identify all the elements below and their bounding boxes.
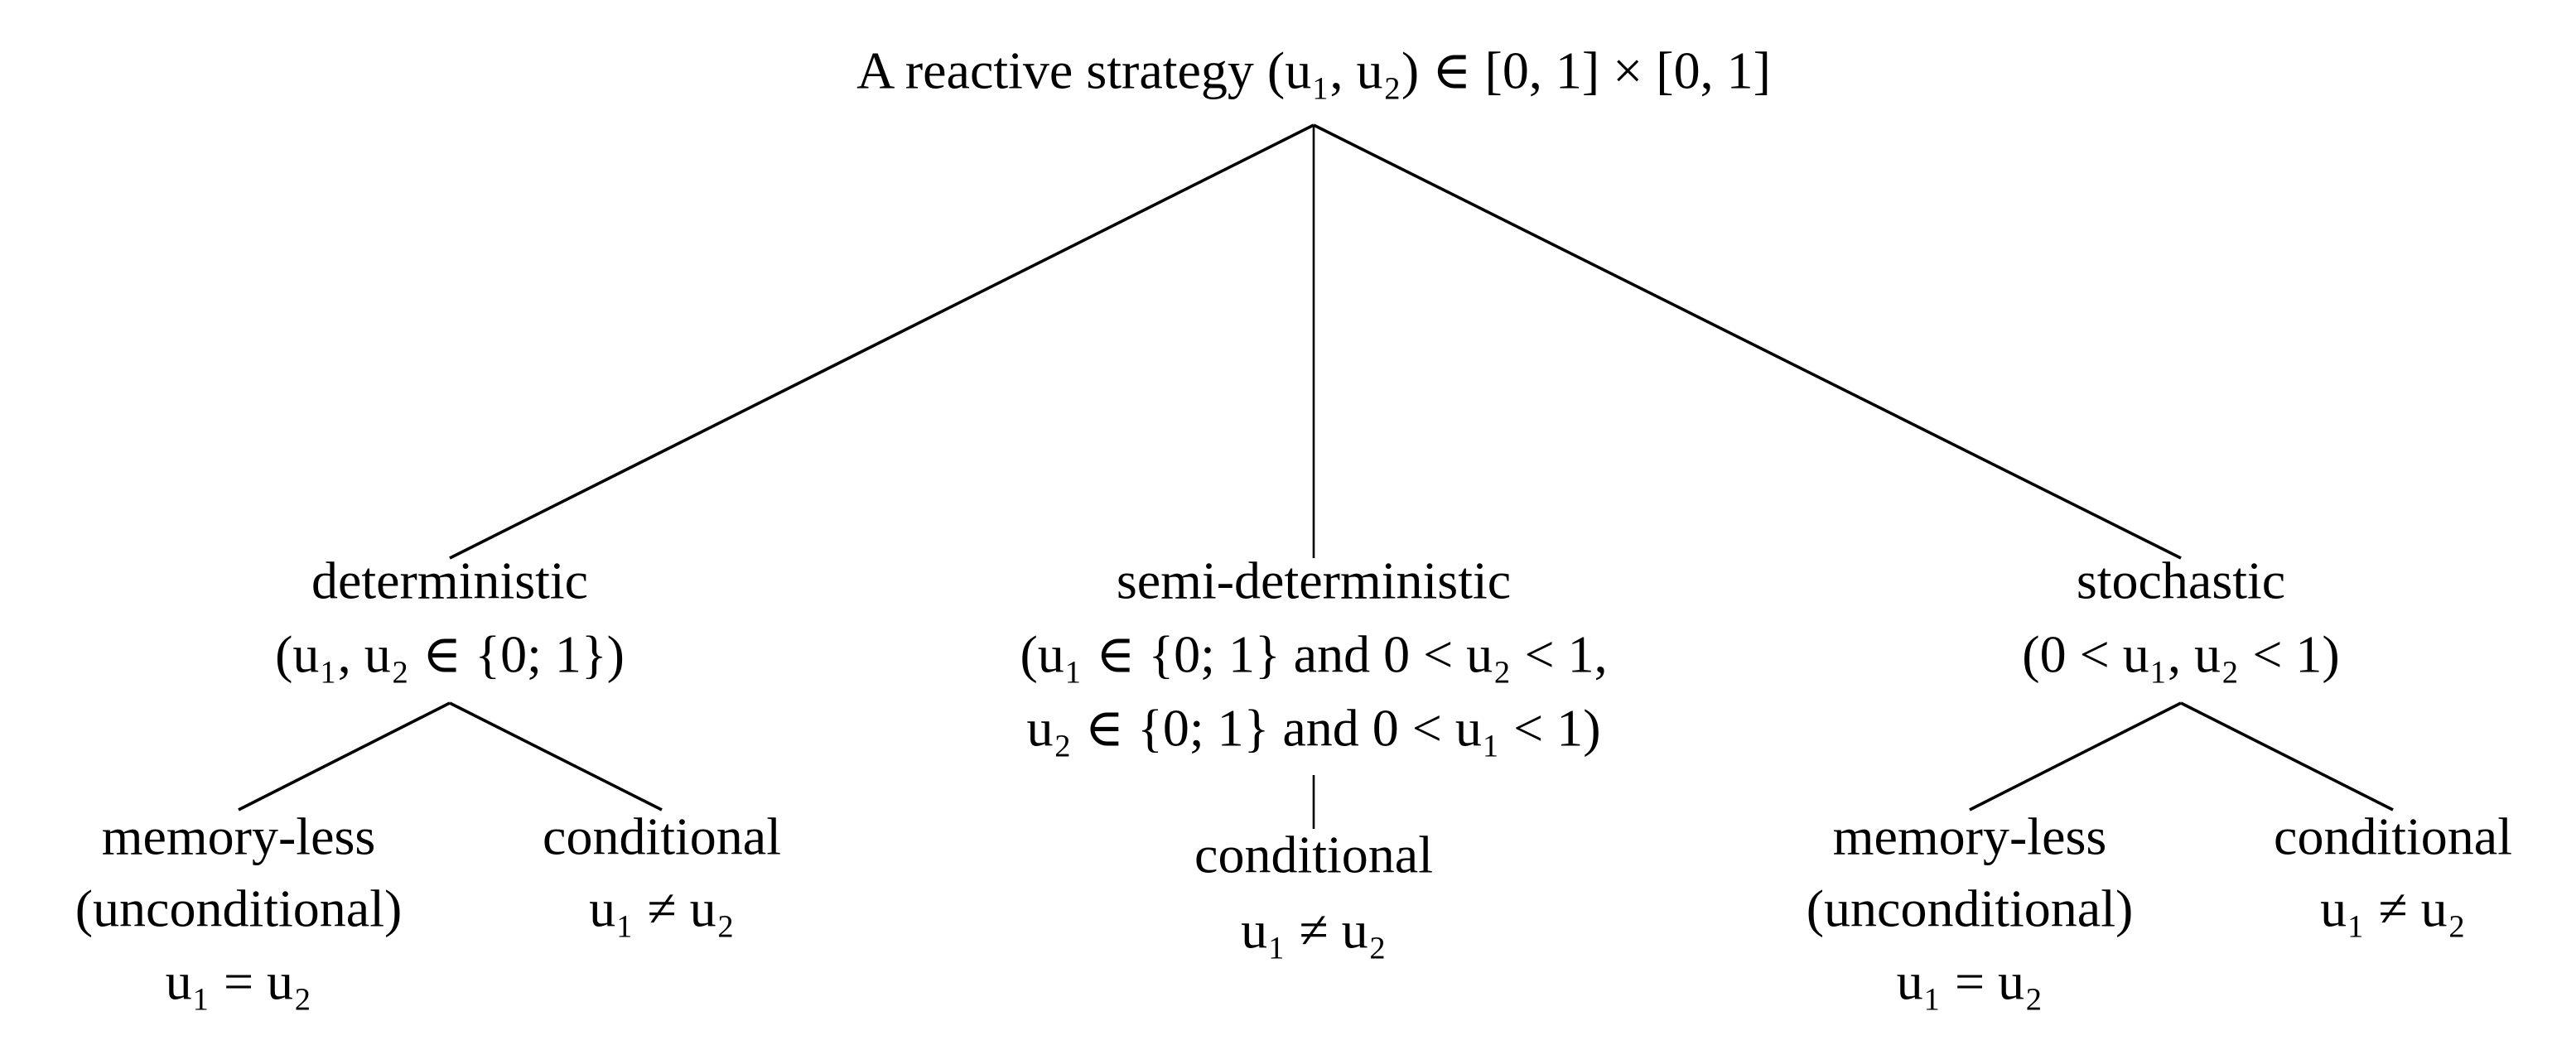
semi-deterministic-condition-2: u₂ ∈ {0; 1} and 0 < u₁ < 1) [1026, 699, 1600, 758]
edge-stochastic-conditional [2180, 701, 2394, 811]
edge-root-deterministic [449, 123, 1315, 560]
leaf-stochastic-conditional: conditional u₁ ≠ u₂ [2274, 807, 2512, 938]
leaf-subtitle: (unconditional) [75, 879, 403, 938]
leaf-subtitle: (unconditional) [1807, 879, 2134, 938]
semi-deterministic-condition-1: (u₁ ∈ {0; 1} and 0 < u₂ < 1, [1020, 625, 1607, 684]
edge-deterministic-memoryless [238, 701, 451, 811]
leaf-title: memory-less [1833, 807, 2107, 866]
leaf-condition: u₁ ≠ u₂ [589, 879, 735, 938]
leaf-title: conditional [1194, 826, 1433, 884]
node-deterministic: deterministic (u₁, u₂ ∈ {0; 1}) [275, 551, 625, 684]
leaf-condition: u₁ = u₂ [166, 952, 312, 1011]
deterministic-condition: (u₁, u₂ ∈ {0; 1}) [275, 625, 625, 684]
leaf-title: conditional [543, 807, 781, 866]
edge-root-stochastic [1313, 123, 2182, 560]
edge-deterministic-conditional [449, 701, 663, 811]
edge-stochastic-memoryless [1969, 701, 2182, 811]
node-stochastic: stochastic (0 < u₁, u₂ < 1) [2022, 551, 2339, 684]
leaf-deterministic-conditional: conditional u₁ ≠ u₂ [543, 807, 781, 938]
leaf-title: memory-less [102, 807, 376, 866]
leaf-deterministic-memoryless: memory-less (unconditional) u₁ = u₂ [75, 807, 403, 1011]
leaf-condition: u₁ ≠ u₂ [1241, 901, 1387, 960]
leaf-condition: u₁ = u₂ [1897, 952, 2043, 1011]
leaf-stochastic-memoryless: memory-less (unconditional) u₁ = u₂ [1807, 807, 2134, 1011]
root-node-label: A reactive strategy (u₁, u₂) ∈ [0, 1] × … [856, 41, 1771, 100]
deterministic-title: deterministic [311, 551, 588, 610]
node-semi-deterministic: semi-deterministic (u₁ ∈ {0; 1} and 0 < … [1020, 551, 1607, 758]
leaf-semi-conditional: conditional u₁ ≠ u₂ [1194, 826, 1433, 960]
leaf-condition: u₁ ≠ u₂ [2320, 879, 2466, 938]
stochastic-title: stochastic [2077, 551, 2285, 610]
semi-deterministic-title: semi-deterministic [1117, 551, 1511, 610]
stochastic-condition: (0 < u₁, u₂ < 1) [2022, 625, 2339, 684]
tree-edges [238, 123, 2394, 829]
leaf-title: conditional [2274, 807, 2512, 866]
